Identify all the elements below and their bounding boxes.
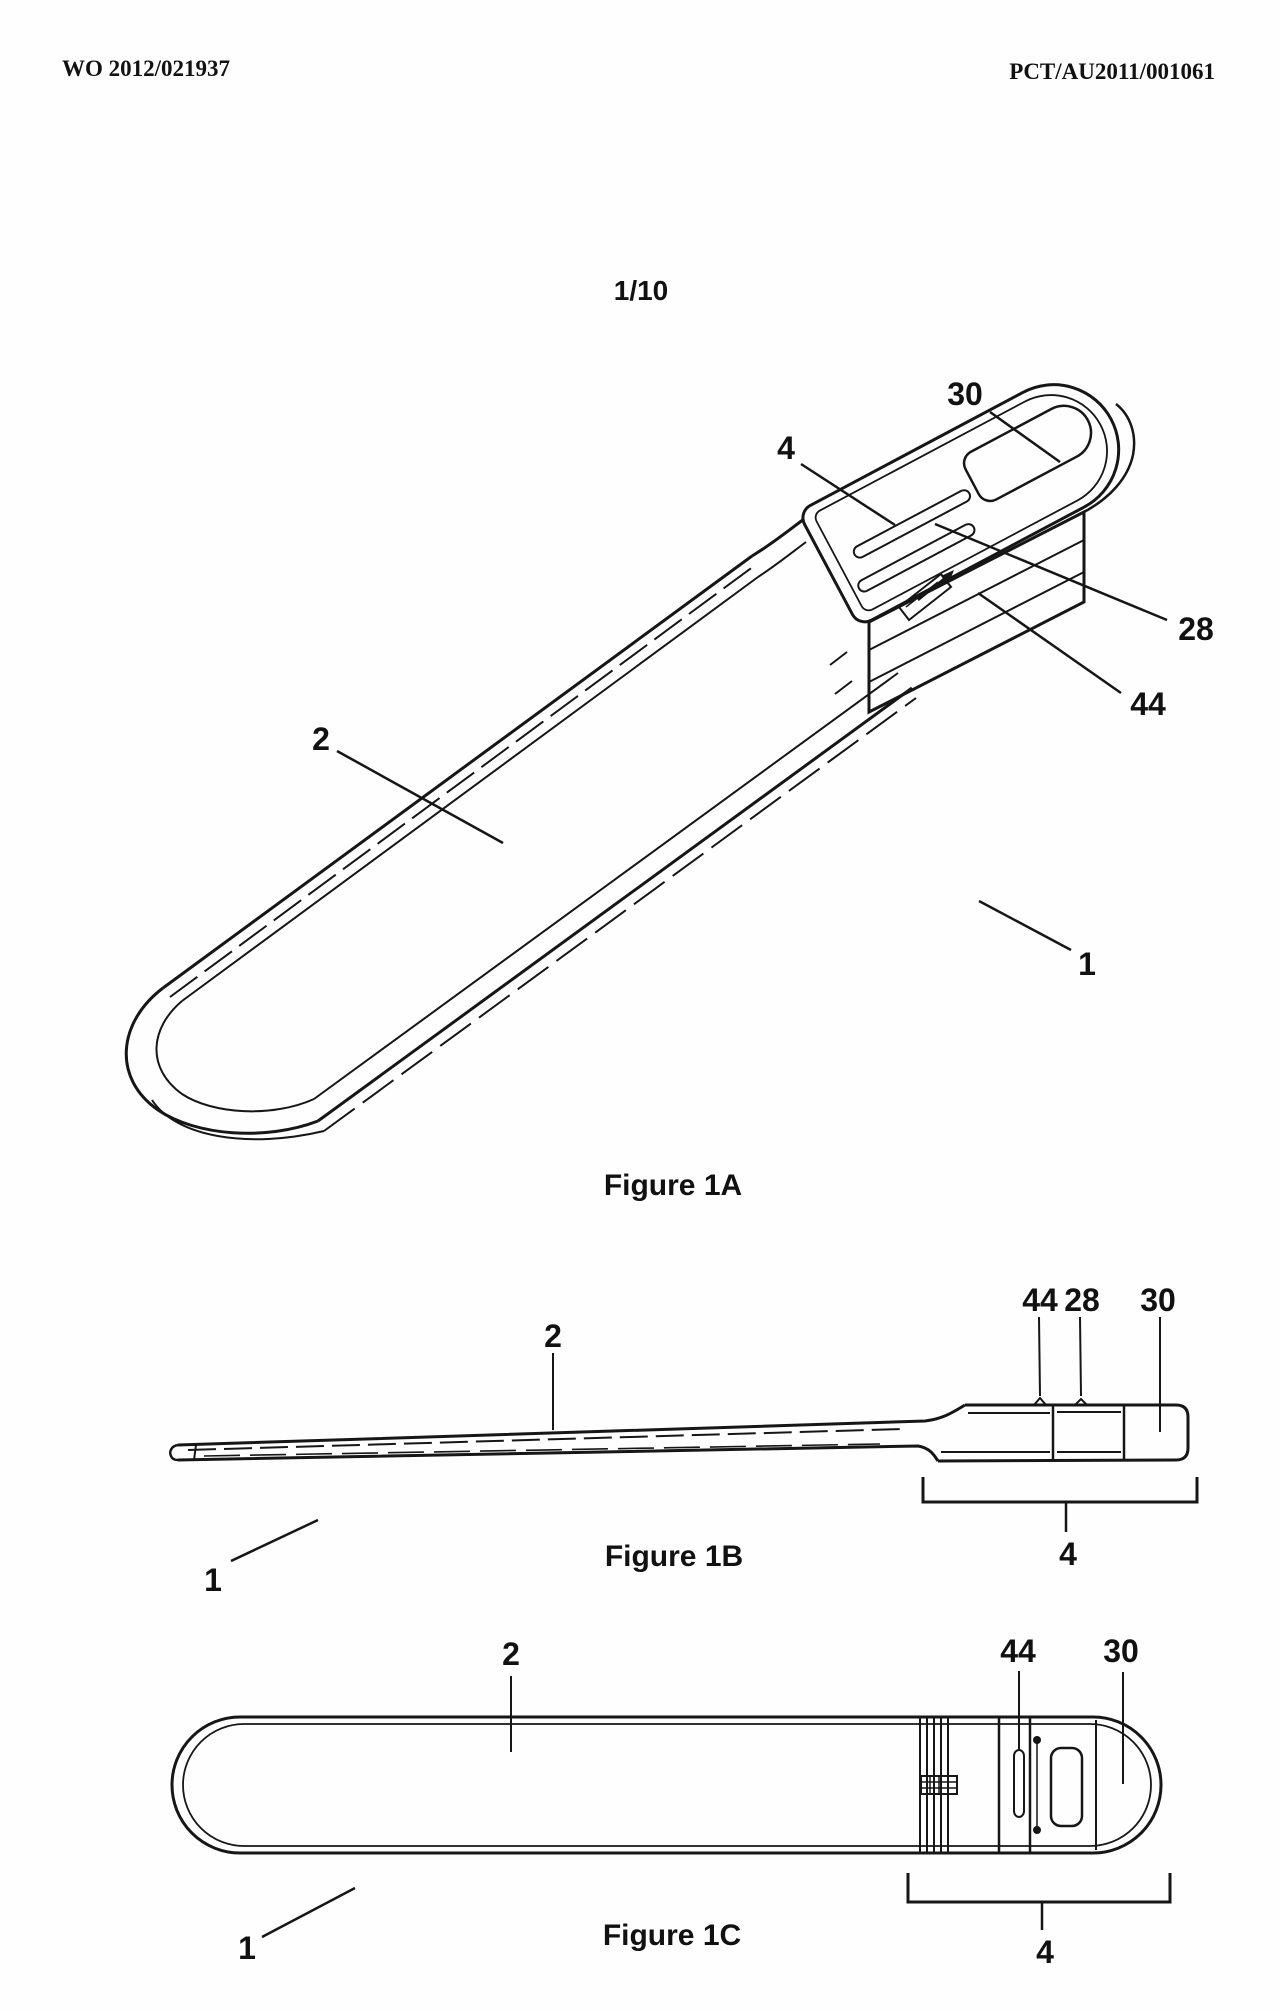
side-inner-line-1 xyxy=(187,1428,903,1451)
bracket-4-plan xyxy=(906,1873,1172,1904)
slider-arrow-head xyxy=(941,570,954,585)
blade-inner-upper-line xyxy=(181,576,759,1002)
plan-outer-outline xyxy=(170,1715,1163,1855)
cap-window-outline xyxy=(962,404,1093,503)
head-wall-ridge-1 xyxy=(868,539,1085,651)
ref-1: 1 xyxy=(1078,946,1096,982)
leader-30 xyxy=(989,410,1061,464)
caption-fig1b: Figure 1B xyxy=(605,1540,743,1573)
caption-fig1a: Figure 1A xyxy=(604,1169,742,1202)
head-right-side-curve xyxy=(1083,403,1136,514)
blade-tip-outer-arc xyxy=(124,986,319,1135)
leader-44 xyxy=(977,591,1122,695)
plan-latch-hatching xyxy=(921,1776,957,1794)
leader-4 xyxy=(800,462,896,527)
blade-lower-edge xyxy=(317,686,913,1123)
leader-1-side xyxy=(230,1518,319,1563)
plan-neck-band-lines xyxy=(919,1718,949,1852)
leader-28 xyxy=(934,522,1168,622)
leader-1-plan xyxy=(261,1886,356,1939)
side-inner-line-2 xyxy=(203,1443,881,1457)
plan-inner-outline xyxy=(182,1723,1152,1847)
leader-2 xyxy=(336,749,504,845)
blade-tip-thickness-arc xyxy=(151,1099,325,1141)
ref-44: 44 xyxy=(1130,686,1166,722)
publication-number: WO 2012/021937 xyxy=(62,56,230,81)
head-cap-group xyxy=(801,383,1121,624)
side-top-edge xyxy=(177,1403,966,1447)
side-tip-mark xyxy=(193,1444,197,1461)
ref-2-side: 2 xyxy=(544,1318,562,1354)
side-tip-cap xyxy=(169,1443,179,1462)
leader-1 xyxy=(978,899,1072,952)
ref-30-side: 30 xyxy=(1140,1282,1176,1318)
ref-28: 28 xyxy=(1178,611,1214,647)
side-bottom-edge xyxy=(177,1444,940,1462)
neck-upper-curve xyxy=(751,517,805,558)
figure-1a: 30 4 28 44 2 1 Figure 1A xyxy=(124,376,1214,1202)
bracket-4-side xyxy=(921,1477,1199,1504)
cap-outer-outline xyxy=(801,383,1121,624)
blade-tip-inner-arc xyxy=(155,1000,315,1113)
ref-4-plan: 4 xyxy=(1036,1934,1054,1970)
side-head-notches xyxy=(1033,1396,1088,1406)
plan-stitch-dot-top xyxy=(1033,1736,1041,1744)
ref-4-side: 4 xyxy=(1059,1536,1077,1572)
plan-stitch-dot-bottom xyxy=(1033,1826,1041,1834)
blade-upper-edge-double xyxy=(169,565,755,998)
application-number: PCT/AU2011/001061 xyxy=(1009,59,1215,84)
ref-1-plan: 1 xyxy=(238,1930,256,1966)
ref-44-side: 44 xyxy=(1022,1282,1058,1318)
figure-1c: 2 44 30 1 4 Figure 1C xyxy=(170,1633,1172,1970)
cap-slot-upper xyxy=(852,489,971,559)
head-wall-ridge-2 xyxy=(868,571,1085,683)
leader-44-side xyxy=(1038,1316,1041,1397)
slider-mechanism-outline xyxy=(897,572,953,622)
caption-fig1c: Figure 1C xyxy=(603,1919,741,1952)
ref-28-side: 28 xyxy=(1064,1282,1100,1318)
slider-mechanism-detail xyxy=(905,581,939,608)
blade-lower-edge-thickness xyxy=(323,697,917,1132)
plan-slot-44 xyxy=(1013,1749,1025,1818)
side-head-inner-top xyxy=(968,1411,1121,1414)
ref-2: 2 xyxy=(312,721,330,757)
blade-inner-lower-line xyxy=(313,672,899,1100)
figure-1b: 44 28 30 2 1 4 Figure 1B xyxy=(169,1282,1199,1598)
ref-30-plan: 30 xyxy=(1103,1633,1139,1669)
ref-2-plan: 2 xyxy=(502,1636,520,1672)
side-head-outline xyxy=(937,1403,1190,1463)
cap-slot-lower xyxy=(857,523,976,593)
neck-step-marks xyxy=(829,651,853,695)
ref-4: 4 xyxy=(777,430,795,466)
leader-28-side xyxy=(1079,1316,1082,1397)
ref-1-side: 1 xyxy=(204,1562,222,1598)
neck-inner-curve xyxy=(757,541,807,578)
blade-upper-edge xyxy=(162,554,753,990)
ref-44-plan: 44 xyxy=(1000,1633,1036,1669)
plan-window-30 xyxy=(1049,1746,1084,1828)
sheet-number: 1/10 xyxy=(614,275,669,306)
ref-30: 30 xyxy=(947,376,983,412)
cap-inner-outline xyxy=(814,394,1108,612)
